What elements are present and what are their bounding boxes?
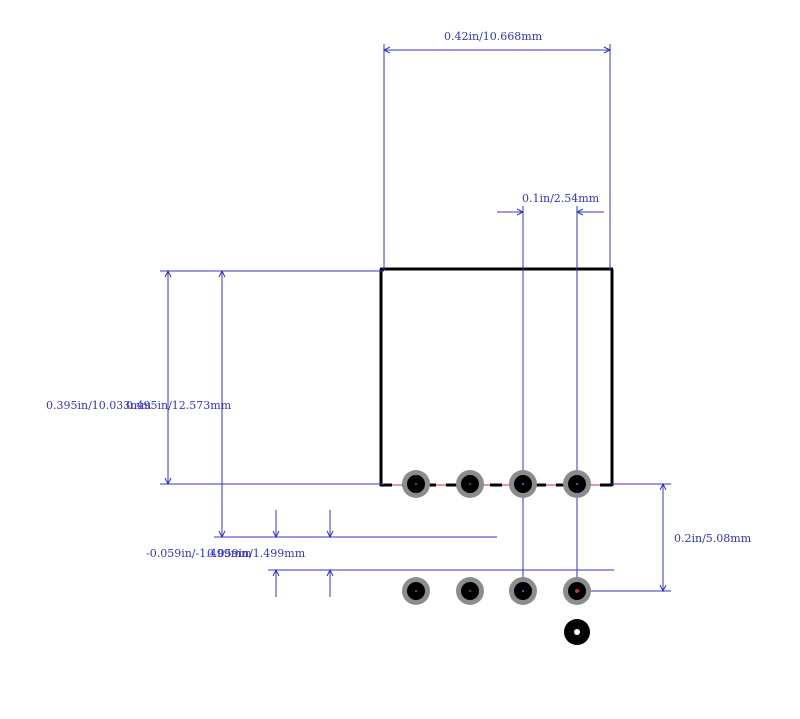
height-dimension-label-a: 0.395in/10.033mm bbox=[46, 399, 152, 412]
pad bbox=[402, 470, 430, 498]
width-dimension-label: 0.42in/10.668mm bbox=[444, 30, 543, 43]
component-outline bbox=[379, 267, 614, 487]
dimension-lines bbox=[160, 44, 671, 597]
pad-row-top bbox=[402, 470, 591, 498]
pad bbox=[563, 577, 591, 605]
offset-dimension-label-b: 0.059in/1.499mm bbox=[207, 547, 306, 560]
pad bbox=[402, 577, 430, 605]
pad bbox=[509, 577, 537, 605]
offset-dimension-label-a: -0.059in/-1.499mm bbox=[146, 547, 252, 560]
row-spacing-dimension-label: 0.2in/5.08mm bbox=[674, 532, 752, 545]
pad bbox=[456, 470, 484, 498]
height-dimension-label-b: 0.495in/12.573mm bbox=[126, 399, 232, 412]
pad bbox=[563, 470, 591, 498]
pad bbox=[509, 470, 537, 498]
pad bbox=[456, 577, 484, 605]
dimension-labels: 0.42in/10.668mm 0.1in/2.54mm 0.395in/10.… bbox=[46, 30, 752, 560]
pad-row-bottom bbox=[402, 577, 591, 605]
pitch-dimension-label: 0.1in/2.54mm bbox=[522, 192, 600, 205]
pin-1-marker bbox=[564, 619, 590, 645]
